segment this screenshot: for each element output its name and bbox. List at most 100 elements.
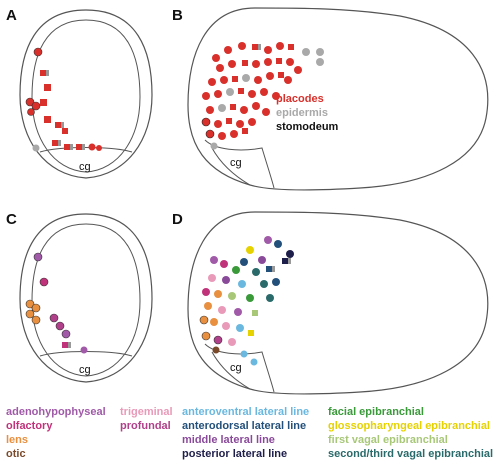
legend-item: second/third vagal epibranchial [328,448,494,460]
legend-item: glossopharyngeal epibranchial [328,420,490,432]
cell-marker [232,76,238,82]
cell-marker [254,76,262,84]
cement-gland-line [39,147,133,153]
cell-marker [226,88,234,96]
cell-marker [230,130,238,138]
cell-marker [252,268,260,276]
cell-marker [248,90,256,98]
color-legend: adenohypophyseal olfactory lens otic tri… [0,406,500,470]
cell-marker [226,118,232,124]
legend-item: adenohypophyseal [6,406,106,418]
cell-marker [64,144,70,150]
cell-marker [212,346,220,354]
cell-marker [272,278,280,286]
cell-marker [208,78,216,86]
legend-item: anterodorsal lateral line [182,420,307,432]
panel-a-label: A [6,7,17,24]
cell-marker [236,120,244,128]
cell-marker [58,140,61,146]
cell-markers [25,252,88,354]
cell-marker [68,342,71,348]
cell-marker [214,290,222,298]
cell-marker [272,92,280,100]
legend-item: facial epibranchial [328,406,424,418]
cell-marker [246,294,254,302]
legend-placodes: placodes [276,93,324,105]
cell-marker [55,122,61,128]
cell-marker [31,303,41,313]
cell-marker [61,122,64,128]
embryo-outline-inner [31,223,141,377]
cell-marker [204,302,212,310]
embryo-outline-outer [19,9,153,179]
cell-marker [210,142,218,150]
cell-marker [62,342,68,348]
cell-marker [199,315,209,325]
cell-marker [88,143,96,151]
cell-marker [246,246,254,254]
cell-marker [252,44,258,50]
cell-marker [220,76,228,84]
embryo-outline-outer [187,7,489,191]
cell-marker [208,274,216,282]
cell-marker [316,48,324,56]
cell-marker [238,88,244,94]
cell-marker [242,128,248,134]
cell-marker [61,329,71,339]
cell-marker [286,250,294,258]
cell-marker [252,310,258,316]
cement-gland-line [211,351,251,390]
cell-marker [44,84,51,91]
legend-item: olfactory [6,420,53,432]
cell-marker [232,266,240,274]
cell-marker [276,58,282,64]
legend-item: otic [6,448,26,460]
cell-marker [242,74,250,82]
cell-marker [276,42,284,50]
panel-c-label: C [6,211,17,228]
cell-marker [31,101,41,111]
cell-marker [266,72,274,80]
cg-label: cg [230,157,242,169]
cell-marker [218,104,226,112]
cell-marker [228,292,236,300]
cell-marker [201,331,211,341]
cell-marker [25,299,35,309]
cell-marker [238,280,246,288]
cell-marker [284,76,292,84]
cell-marker [262,108,270,116]
cell-markers [199,236,294,366]
cell-marker [238,42,246,50]
panel-d-label: D [172,211,183,228]
cg-label: cg [79,364,91,376]
cell-marker [240,350,248,358]
cell-marker [228,60,236,68]
cell-marker [248,330,254,336]
embryo-outline-inner [31,19,141,173]
cell-marker [248,118,256,126]
cell-marker [62,128,68,134]
cell-marker [294,66,302,74]
cell-marker [288,258,291,264]
cell-marker [32,144,40,152]
cg-label: cg [230,362,242,374]
panel-b: B cg [172,7,489,191]
cell-marker [206,106,214,114]
cell-marker [258,44,261,50]
cell-marker [274,240,282,248]
cell-marker [224,46,232,54]
cell-marker [39,277,49,287]
cell-marker [96,145,102,151]
cell-marker [214,120,222,128]
legend-item: posterior lateral line [182,448,288,460]
cell-marker [44,116,51,123]
cell-marker [31,315,41,325]
cell-marker [220,260,228,268]
cell-marker [236,324,244,332]
cell-marker [266,294,274,302]
cell-marker [216,64,224,72]
cell-marker [286,58,294,66]
figure-panels: A cg B [6,7,489,395]
cell-marker [82,144,85,150]
legend-item: middle lateral line [182,434,275,446]
